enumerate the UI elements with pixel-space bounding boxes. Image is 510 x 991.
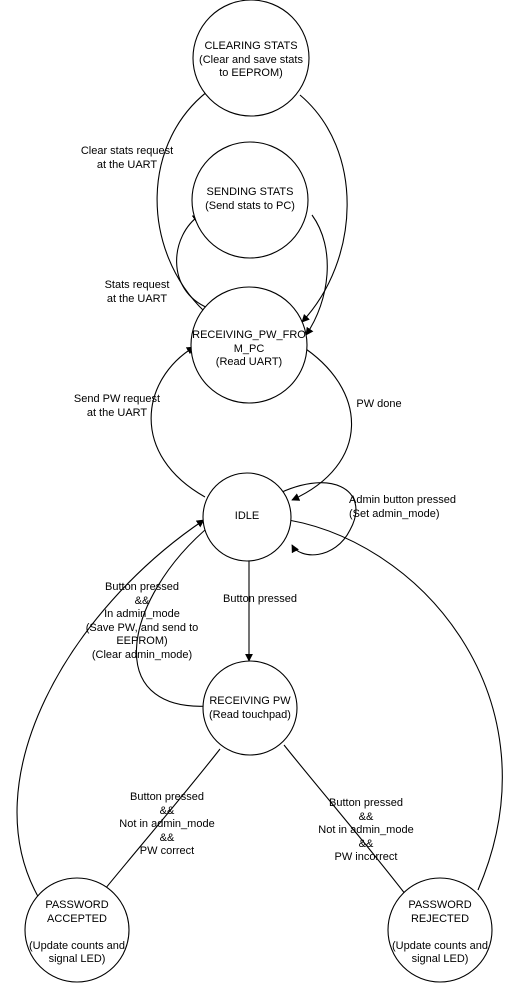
transition-label-admin-save: Button pressed&&In admin_mode(Save PW, a… xyxy=(85,581,199,661)
state-label-receiving-pw: RECEIVING PW(Read touchpad) xyxy=(209,695,291,721)
state-label-idle: IDLE xyxy=(234,510,260,522)
transition-label-admin-button: Admin button pressed(Set admin_mode) xyxy=(349,494,457,520)
edge-receiving-pw-to-idle xyxy=(135,523,221,707)
edge-receiving-pw-to-accepted xyxy=(95,748,221,901)
edge-receiving-pw-to-rejected xyxy=(283,744,413,904)
edge-idle-self-loop xyxy=(269,482,357,556)
transition-label-button-pressed: Button pressed xyxy=(223,593,297,605)
transition-label-pw-done: PW done xyxy=(356,398,402,410)
edge-sending-to-receiving xyxy=(305,214,328,336)
state-password-accepted xyxy=(24,877,130,983)
state-password-rejected xyxy=(387,877,493,983)
state-clearing-stats xyxy=(192,0,310,117)
state-label-sending-stats: SENDING STATS(Send stats to PC) xyxy=(205,186,295,212)
state-idle xyxy=(202,472,292,562)
edge-receiving-to-sending xyxy=(176,214,209,309)
state-sending-stats xyxy=(191,141,309,259)
edge-rejected-to-idle xyxy=(274,514,503,891)
edge-clearing-to-receiving xyxy=(299,94,348,323)
edge-receiving-pc-to-idle xyxy=(291,344,353,501)
transition-label-pw-incorrect: Button pressed&&Not in admin_mode&&PW in… xyxy=(318,797,414,863)
edge-accepted-to-idle xyxy=(16,519,205,901)
transition-label-pw-correct: Button pressed&&Not in admin_mode&&PW co… xyxy=(119,791,215,857)
state-receiving-pw-from-pc xyxy=(190,286,308,404)
state-receiving-pw xyxy=(202,660,298,756)
edge-idle-to-receiving-pc xyxy=(150,346,206,498)
